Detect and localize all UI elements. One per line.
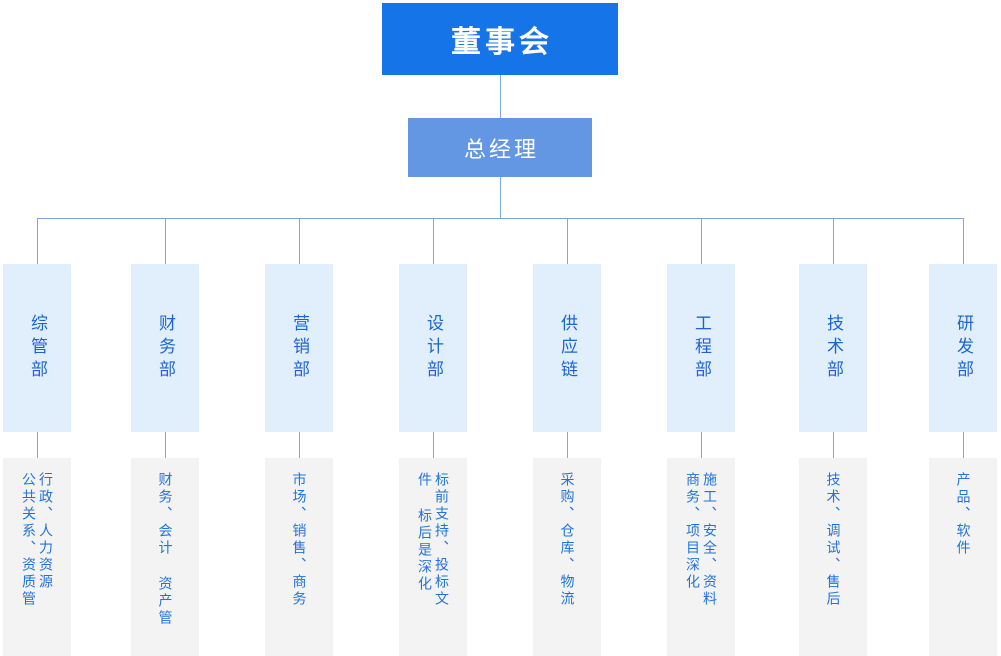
dept-detail: 市场、销售、商务: [291, 472, 308, 608]
dept-detail-box: 施工、安全、资料 商务、项目深化: [667, 458, 735, 656]
connector-line: [164, 218, 166, 264]
dept-detail-box: 产品、软件: [929, 458, 997, 656]
dept-detail-box: 标前支持、投标文 件 标后是深化: [399, 458, 467, 656]
dept-detail: 产品、软件: [955, 472, 972, 557]
org-column-2: 财务部 财务、会计 资产管: [131, 218, 199, 656]
connector-line: [164, 432, 166, 458]
dept-box: 供应链: [533, 264, 601, 432]
connector-line: [298, 432, 300, 458]
dept-detail: 标前支持、投标文 件 标后是深化: [417, 472, 450, 608]
manager-label: 总经理: [463, 136, 539, 162]
dept-box: 综管部: [3, 264, 71, 432]
connector-line: [566, 432, 568, 458]
dept-name: 工程部: [692, 313, 711, 383]
dept-detail: 行政、人力资源 公共关系、资质管: [21, 472, 54, 608]
connector-line: [566, 218, 568, 264]
connector-line: [36, 218, 38, 264]
dept-name: 营销部: [290, 313, 309, 383]
dept-detail-box: 市场、销售、商务: [265, 458, 333, 656]
org-column-5: 供应链 采购、仓库、物流: [533, 218, 601, 656]
dept-box: 设计部: [399, 264, 467, 432]
dept-detail: 技术、调试、售后: [825, 472, 842, 608]
dept-name: 供应链: [558, 313, 577, 383]
dept-name: 研发部: [954, 313, 973, 383]
dept-box: 财务部: [131, 264, 199, 432]
dept-detail-box: 行政、人力资源 公共关系、资质管: [3, 458, 71, 656]
dept-detail: 施工、安全、资料 商务、项目深化: [685, 472, 718, 608]
connector-line: [432, 432, 434, 458]
connector-line: [832, 432, 834, 458]
connector-line: [36, 432, 38, 458]
connector-rail: [37, 218, 964, 219]
dept-box: 工程部: [667, 264, 735, 432]
dept-name: 综管部: [28, 313, 47, 383]
connector-line: [962, 218, 964, 264]
connector-manager-rail: [500, 177, 501, 218]
dept-box: 营销部: [265, 264, 333, 432]
connector-line: [700, 432, 702, 458]
dept-name: 财务部: [156, 313, 175, 383]
org-column-6: 工程部 施工、安全、资料 商务、项目深化: [667, 218, 735, 656]
org-column-8: 研发部 产品、软件: [929, 218, 997, 656]
org-column-4: 设计部 标前支持、投标文 件 标后是深化: [399, 218, 467, 656]
org-column-7: 技术部 技术、调试、售后: [799, 218, 867, 656]
dept-box: 研发部: [929, 264, 997, 432]
dept-detail-box: 采购、仓库、物流: [533, 458, 601, 656]
dept-name: 设计部: [424, 313, 443, 383]
dept-box: 技术部: [799, 264, 867, 432]
dept-detail-box: 财务、会计 资产管: [131, 458, 199, 656]
org-column-3: 营销部 市场、销售、商务: [265, 218, 333, 656]
org-column-1: 综管部 行政、人力资源 公共关系、资质管: [3, 218, 71, 656]
node-board-of-directors: 董事会: [382, 3, 618, 75]
connector-line: [432, 218, 434, 264]
dept-name: 技术部: [824, 313, 843, 383]
dept-detail: 财务、会计 资产管: [157, 472, 174, 627]
node-general-manager: 总经理: [408, 118, 592, 177]
dept-detail-box: 技术、调试、售后: [799, 458, 867, 656]
connector-board-manager: [500, 75, 501, 118]
connector-line: [962, 432, 964, 458]
connector-line: [298, 218, 300, 264]
connector-line: [700, 218, 702, 264]
dept-detail: 采购、仓库、物流: [559, 472, 576, 608]
board-label: 董事会: [451, 26, 553, 59]
connector-line: [832, 218, 834, 264]
